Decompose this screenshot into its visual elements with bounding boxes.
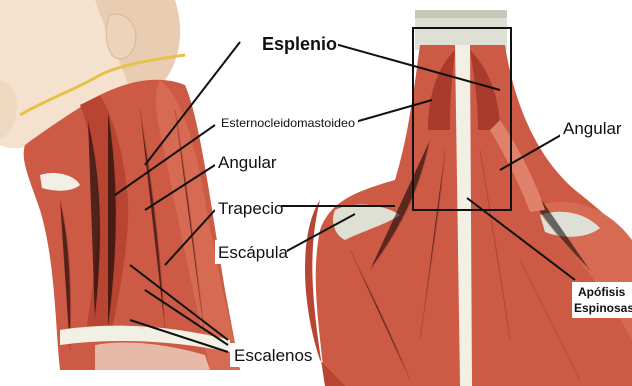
label-esplenio: Esplenio [262, 34, 337, 54]
vertebra-shadow [415, 10, 507, 18]
label-angular-right: Angular [563, 119, 622, 138]
label-angular-left: Angular [218, 153, 277, 172]
label-trapecio: Trapecio [218, 199, 284, 218]
label-esternocleidomastoideo: Esternocleidomastoideo [221, 116, 355, 130]
label-apofisis-line2: Espinosas [574, 301, 632, 315]
lateral-neck-figure [0, 0, 240, 370]
label-apofisis-line1: Apófisis [578, 285, 626, 299]
label-escapula: Escápula [218, 243, 288, 262]
label-escalenos: Escalenos [234, 346, 312, 365]
